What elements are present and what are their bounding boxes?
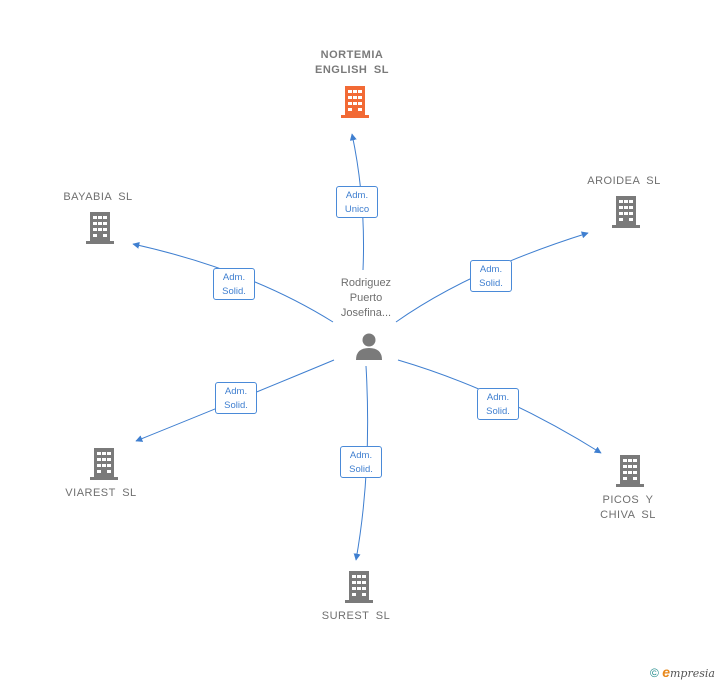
- empresia-logo-text: mpresia: [669, 667, 715, 680]
- relation-badge-surest[interactable]: Adm. Solid.: [340, 446, 382, 478]
- company-name-aroidea[interactable]: AROIDEA SL: [587, 175, 661, 187]
- building-icon-picos[interactable]: [614, 454, 646, 488]
- relation-badge-aroidea[interactable]: Adm. Solid.: [470, 260, 512, 292]
- company-name-nortemia[interactable]: NORTEMIA ENGLISH SL: [314, 49, 389, 76]
- building-icon-surest[interactable]: [343, 570, 375, 604]
- company-name-viarest[interactable]: VIAREST SL: [65, 487, 137, 499]
- company-name-bayabia[interactable]: BAYABIA SL: [63, 191, 133, 203]
- building-icon-aroidea[interactable]: [610, 195, 642, 229]
- empresia-logo-initial: e: [662, 664, 670, 680]
- building-icon-viarest[interactable]: [88, 447, 120, 481]
- company-name-picos[interactable]: PICOS Y CHIVA SL: [600, 494, 656, 521]
- company-name-surest[interactable]: SUREST SL: [321, 610, 391, 622]
- person-icon[interactable]: [354, 331, 384, 361]
- relation-badge-nortemia[interactable]: Adm. Unico: [336, 186, 378, 218]
- footer-brand: © empresia: [650, 664, 715, 680]
- building-icon-bayabia[interactable]: [84, 211, 116, 245]
- person-name[interactable]: Rodriguez Puerto Josefina...: [340, 277, 392, 319]
- relation-badge-picos[interactable]: Adm. Solid.: [477, 388, 519, 420]
- relation-badge-bayabia[interactable]: Adm. Solid.: [213, 268, 255, 300]
- copyright-icon: ©: [650, 666, 659, 680]
- relation-badge-viarest[interactable]: Adm. Solid.: [215, 382, 257, 414]
- building-icon-nortemia[interactable]: [339, 85, 371, 119]
